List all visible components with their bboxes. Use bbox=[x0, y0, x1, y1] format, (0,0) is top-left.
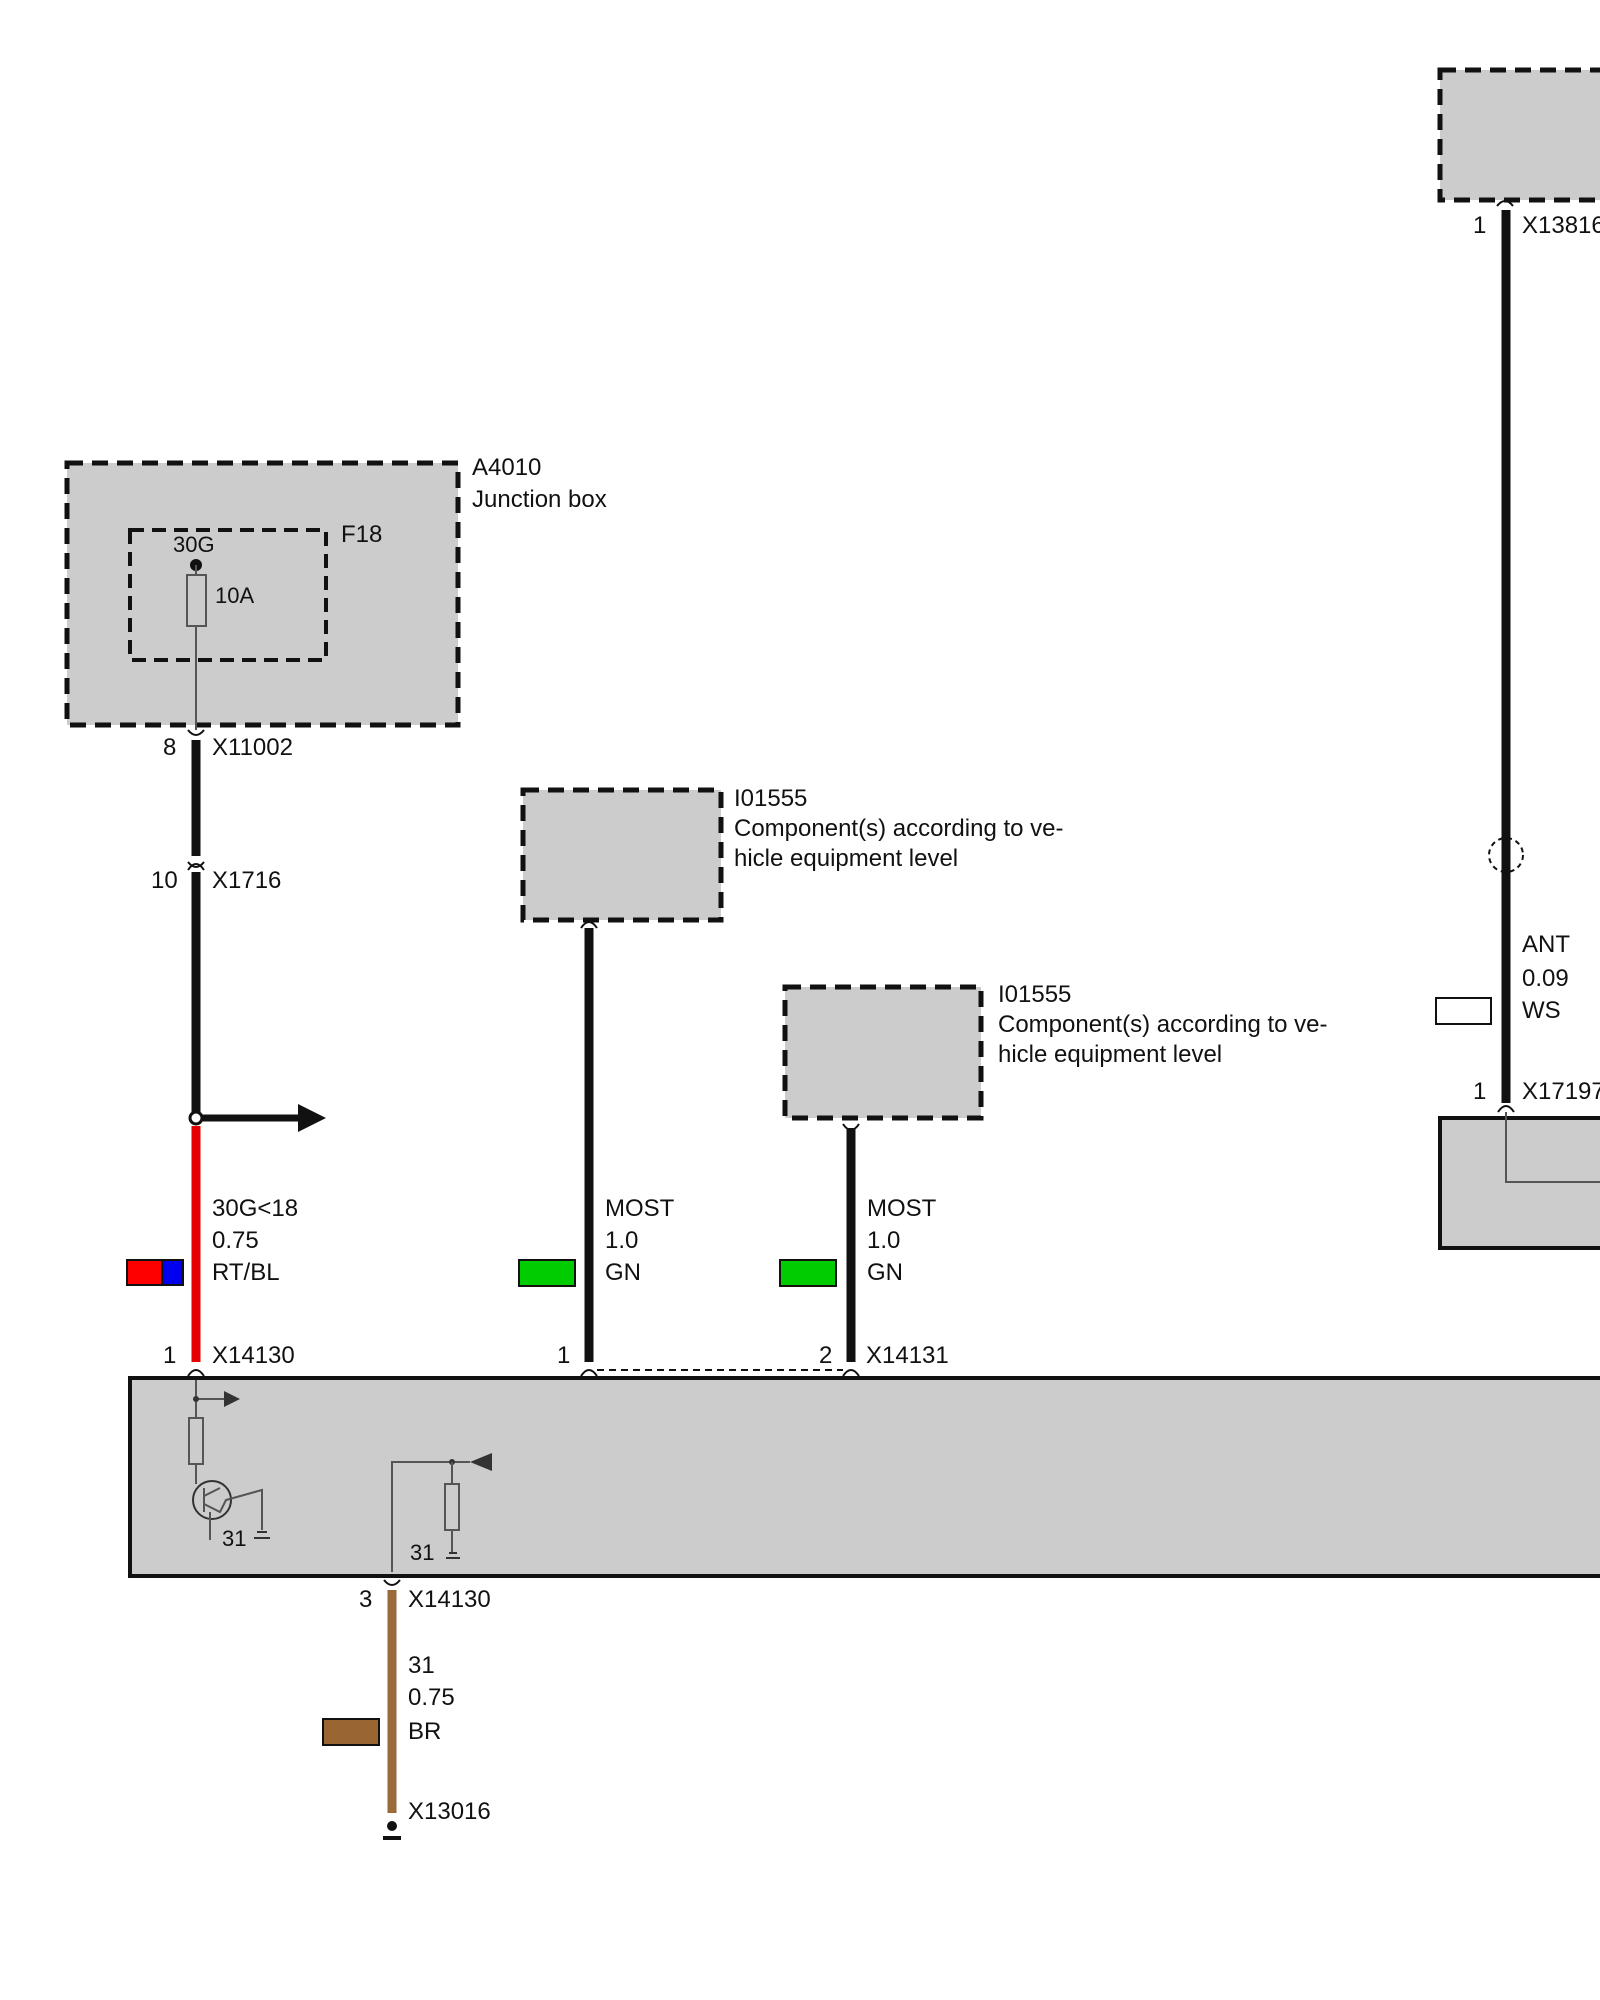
most-1-color: GN bbox=[605, 1259, 641, 1286]
internal-resistor-right bbox=[444, 1483, 460, 1531]
x13816-label: X13816 bbox=[1522, 212, 1600, 239]
internal-output-arrow-icon bbox=[224, 1391, 240, 1407]
branch-splice-dot bbox=[188, 1110, 204, 1126]
ground-signal: 31 bbox=[408, 1652, 435, 1679]
power-color-swatch-blue bbox=[161, 1259, 184, 1286]
power-color: RT/BL bbox=[212, 1259, 280, 1286]
x11002-label: X11002 bbox=[212, 734, 293, 761]
x1716-connector-symbol bbox=[187, 861, 205, 871]
x13816-pin: 1 bbox=[1473, 212, 1486, 239]
fuse-element bbox=[186, 574, 207, 627]
x14130-top-connector-symbol bbox=[187, 1369, 205, 1377]
ground-left-icon bbox=[254, 1531, 270, 1539]
ground-point-dot bbox=[387, 1821, 397, 1831]
antenna-color: WS bbox=[1522, 997, 1561, 1024]
x17197-label: X17197 bbox=[1522, 1078, 1600, 1105]
ground-right-icon bbox=[446, 1552, 460, 1559]
antenna-module-internal-line bbox=[1505, 1112, 1600, 1183]
x1716-pin: 10 bbox=[151, 867, 178, 894]
main-control-unit[interactable] bbox=[128, 1376, 1600, 1578]
x11002-connector-symbol bbox=[187, 729, 205, 736]
optional-component-1-id: I01555 bbox=[734, 785, 807, 812]
fuse-f18[interactable] bbox=[128, 528, 328, 662]
x17197-pin: 1 bbox=[1473, 1078, 1486, 1105]
antenna-size: 0.09 bbox=[1522, 965, 1569, 992]
shield-break-symbol bbox=[1488, 837, 1524, 873]
x13816-connector-symbol bbox=[1496, 200, 1514, 207]
most-1-top-connector-symbol bbox=[580, 921, 598, 929]
most-1-signal: MOST bbox=[605, 1195, 675, 1222]
fuse-rating: 10A bbox=[215, 583, 254, 608]
fuse-terminal: 30G bbox=[173, 532, 215, 557]
x14130-top-label: X14130 bbox=[212, 1342, 295, 1369]
x14131-label: X14131 bbox=[866, 1342, 949, 1369]
x14131-pin-1: 1 bbox=[557, 1342, 570, 1369]
power-signal: 30G<18 bbox=[212, 1195, 298, 1222]
x14131-pin-2: 2 bbox=[819, 1342, 832, 1369]
internal-ground-left-label: 31 bbox=[222, 1526, 246, 1551]
x17197-connector-symbol bbox=[1497, 1105, 1515, 1113]
optional-component-2-desc-2: hicle equipment level bbox=[998, 1041, 1222, 1068]
power-size: 0.75 bbox=[212, 1227, 259, 1254]
ground-color-swatch bbox=[322, 1718, 380, 1746]
optional-component-1-desc-2: hicle equipment level bbox=[734, 845, 958, 872]
optional-component-2-id: I01555 bbox=[998, 981, 1071, 1008]
optional-component-1-desc-1: Component(s) according to ve- bbox=[734, 815, 1063, 842]
x1716-label: X1716 bbox=[212, 867, 281, 894]
most-1-size: 1.0 bbox=[605, 1227, 638, 1254]
power-color-swatch-red bbox=[126, 1259, 163, 1286]
x14130-bottom-pin: 3 bbox=[359, 1586, 372, 1613]
x14131-pin-1-symbol bbox=[580, 1369, 598, 1377]
optional-component-1[interactable] bbox=[520, 787, 724, 923]
internal-sense-line bbox=[391, 1461, 470, 1572]
most-2-color: GN bbox=[867, 1259, 903, 1286]
x14130-top-pin: 1 bbox=[163, 1342, 176, 1369]
most-2-size: 1.0 bbox=[867, 1227, 900, 1254]
optional-component-2[interactable] bbox=[782, 984, 984, 1121]
top-right-component[interactable] bbox=[1437, 67, 1600, 203]
junction-box-id: A4010 bbox=[472, 454, 541, 481]
branch-arrow-icon[interactable] bbox=[298, 1104, 326, 1132]
most-2-color-swatch bbox=[779, 1259, 837, 1287]
x14131-pin-2-symbol bbox=[842, 1369, 860, 1377]
x11002-pin: 8 bbox=[163, 734, 176, 761]
most-1-color-swatch bbox=[518, 1259, 576, 1287]
ground-color: BR bbox=[408, 1718, 441, 1745]
ground-size: 0.75 bbox=[408, 1684, 455, 1711]
x14130-bottom-label: X14130 bbox=[408, 1586, 491, 1613]
transistor-internals bbox=[203, 1487, 263, 1530]
x14130-bottom-connector-symbol bbox=[383, 1579, 401, 1586]
antenna-color-swatch bbox=[1435, 997, 1492, 1025]
internal-ground-right-label: 31 bbox=[410, 1540, 434, 1565]
internal-input-arrow-icon bbox=[470, 1453, 492, 1471]
junction-box-name: Junction box bbox=[472, 486, 607, 513]
internal-junction-dot bbox=[193, 1396, 199, 1402]
antenna-signal: ANT bbox=[1522, 931, 1570, 958]
x13016-label: X13016 bbox=[408, 1798, 491, 1825]
optional-component-2-desc-1: Component(s) according to ve- bbox=[998, 1011, 1327, 1038]
internal-resistor-left bbox=[188, 1417, 204, 1465]
fuse-id: F18 bbox=[341, 521, 382, 548]
most-2-signal: MOST bbox=[867, 1195, 937, 1222]
